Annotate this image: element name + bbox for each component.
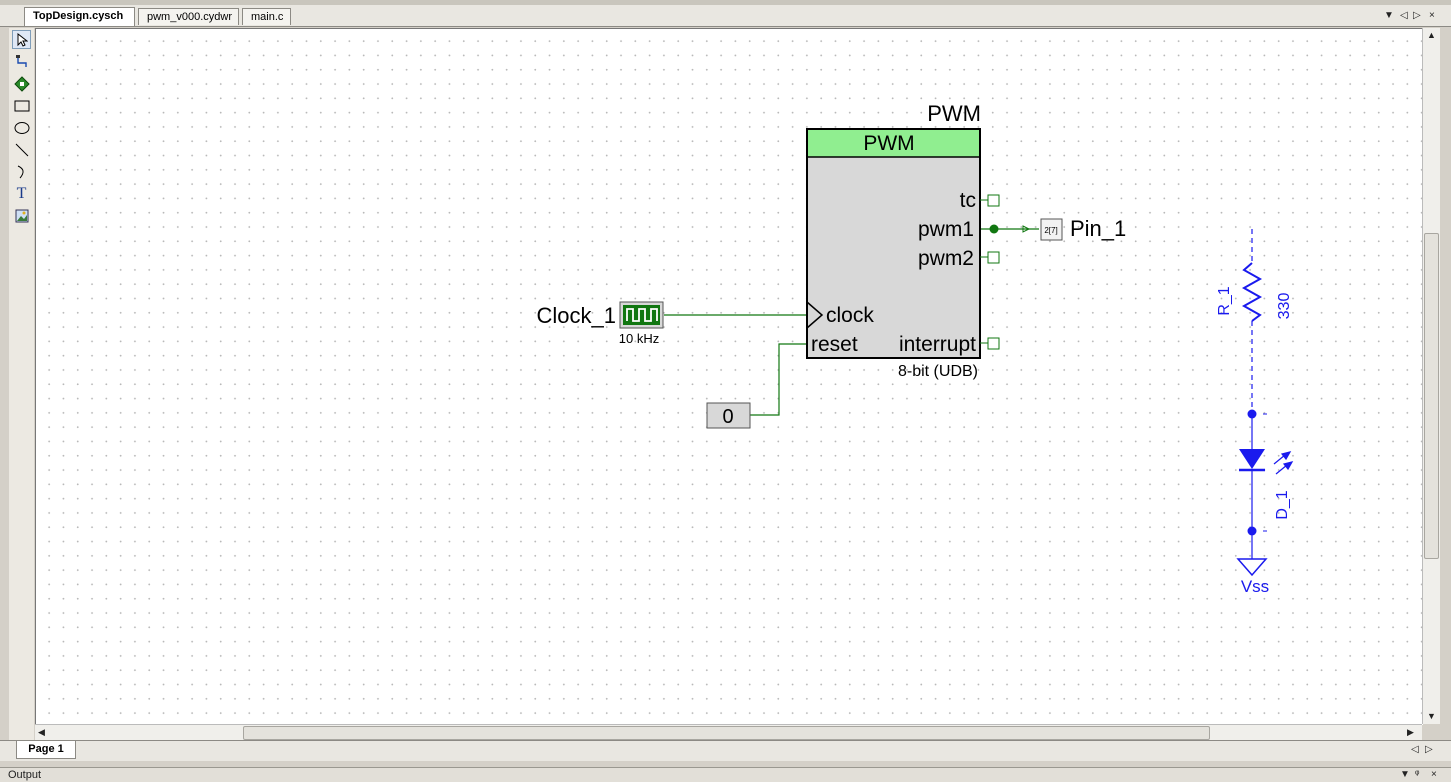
output-panel-header: Output ▼ ᵠ × — [0, 767, 1451, 782]
page-scroll-right-icon[interactable]: ▷ — [1425, 744, 1433, 755]
rectangle-tool-button[interactable] — [12, 96, 31, 115]
line-tool-button[interactable] — [12, 140, 31, 159]
pin-label-tc: tc — [960, 189, 976, 212]
wire-tool-button[interactable] — [12, 52, 31, 71]
pin-label-reset: reset — [811, 333, 858, 356]
rectangle-icon — [14, 100, 29, 111]
led-emission-arrows — [1273, 451, 1294, 475]
led-name: D_1 — [1274, 490, 1291, 519]
text-tool-button[interactable]: T — [12, 184, 31, 203]
output-panel-title: Output — [8, 769, 42, 781]
document-tab-bar: TopDesign.cysch pwm_v000.cydwr main.c ▼ … — [0, 5, 1451, 27]
horizontal-scrollbar[interactable]: ◀ ▶ — [35, 724, 1422, 741]
ellipse-tool-button[interactable] — [12, 118, 31, 137]
scroll-up-icon[interactable]: ▲ — [1427, 30, 1436, 40]
constant-value: 0 — [722, 406, 733, 428]
resistor-value: 330 — [1276, 293, 1293, 320]
pin-label-pwm1: pwm1 — [918, 218, 974, 241]
analog-circuit[interactable] — [1241, 229, 1267, 559]
pin-label-interrupt: interrupt — [899, 333, 976, 356]
scroll-left-icon[interactable]: ◀ — [38, 727, 45, 737]
pwm2-terminal[interactable] — [987, 251, 1000, 264]
resistor-symbol — [1241, 262, 1263, 322]
pin-direction-arrow — [1022, 225, 1031, 233]
tc-terminal[interactable] — [987, 194, 1000, 207]
digital-pin-component[interactable]: 2[7] Pin_1 — [1040, 216, 1126, 241]
arc-tool-button[interactable] — [12, 162, 31, 181]
image-icon — [15, 209, 28, 222]
node-dot-top — [1247, 409, 1257, 419]
junction-dot — [989, 224, 999, 234]
text-icon: T — [16, 184, 27, 202]
clock-input-triangle — [806, 301, 824, 329]
clock-component[interactable]: Clock_1 10 kHz — [537, 301, 664, 346]
tab-topdesign[interactable]: TopDesign.cysch — [24, 7, 135, 26]
schematic-drawing: PWM PWM tc pwm1 pwm2 clock reset interru… — [537, 101, 1294, 596]
output-close-icon[interactable]: × — [1431, 769, 1437, 780]
pwm-header — [808, 130, 979, 157]
ground-name: Vss — [1241, 577, 1269, 596]
resistor-name: R_1 — [1216, 286, 1233, 315]
pwm-header-label: PWM — [863, 132, 914, 155]
pwm-body — [806, 128, 981, 359]
schematic-toolbar: T — [9, 28, 34, 740]
scroll-down-icon[interactable]: ▼ — [1427, 711, 1436, 721]
page-scroll-left-icon[interactable]: ◁ — [1411, 744, 1419, 755]
component-icon — [13, 75, 30, 92]
clock-waveform-icon — [626, 308, 658, 322]
tab-pwm-cydwr[interactable]: pwm_v000.cydwr — [138, 8, 239, 25]
wire-icon — [15, 54, 27, 67]
page-tab-1[interactable]: Page 1 — [16, 741, 76, 759]
clock-frequency: 10 kHz — [619, 331, 659, 346]
tab-main-c[interactable]: main.c — [242, 8, 291, 25]
tab-list-dropdown-icon[interactable]: ▼ — [1384, 10, 1394, 21]
vertical-scroll-thumb[interactable] — [1424, 233, 1439, 559]
pin-name: Pin_1 — [1070, 216, 1126, 241]
pwm-subtitle: 8-bit (UDB) — [898, 363, 978, 380]
pwm-instance-name: PWM — [927, 101, 981, 126]
constant-box — [706, 402, 751, 429]
vertical-scrollbar[interactable]: ▲ ▼ — [1422, 28, 1440, 724]
scroll-right-icon[interactable]: ▶ — [1407, 727, 1414, 737]
tab-scroll-left-icon[interactable]: ◁ — [1400, 10, 1408, 21]
pin-label-pwm2: pwm2 — [918, 247, 974, 270]
page-tab-bar: Page 1 ◁ ▷ — [0, 740, 1451, 761]
schematic-canvas[interactable]: PWM PWM tc pwm1 pwm2 clock reset interru… — [35, 28, 1423, 725]
clock-name: Clock_1 — [537, 303, 616, 328]
interrupt-terminal[interactable] — [987, 337, 1000, 350]
tab-close-icon[interactable]: × — [1429, 10, 1435, 21]
pin-symbol-label: 2[7] — [1044, 226, 1057, 235]
clock-waveform-bg — [623, 305, 660, 325]
node-dot-bottom — [1247, 526, 1257, 536]
component-tool-button[interactable] — [12, 74, 31, 93]
line-icon — [15, 143, 28, 156]
output-pin-icon[interactable]: ᵠ — [1415, 769, 1420, 780]
pin-box — [1040, 218, 1063, 241]
output-dropdown-icon[interactable]: ▼ — [1400, 769, 1410, 780]
arc-icon — [17, 165, 23, 178]
pwm-component[interactable]: PWM PWM tc pwm1 pwm2 clock reset interru… — [806, 101, 1000, 380]
select-icon — [17, 32, 28, 47]
ground-symbol — [1236, 558, 1268, 577]
pin-label-clock: clock — [826, 304, 874, 327]
led-symbol — [1239, 449, 1265, 469]
reset-wire[interactable] — [750, 343, 807, 416]
logic-constant[interactable]: 0 — [706, 402, 751, 429]
tab-scroll-right-icon[interactable]: ▷ — [1413, 10, 1421, 21]
ellipse-icon — [14, 121, 29, 134]
image-tool-button[interactable] — [12, 206, 31, 225]
select-tool-button[interactable] — [12, 30, 31, 49]
horizontal-scroll-thumb[interactable] — [243, 726, 1210, 740]
